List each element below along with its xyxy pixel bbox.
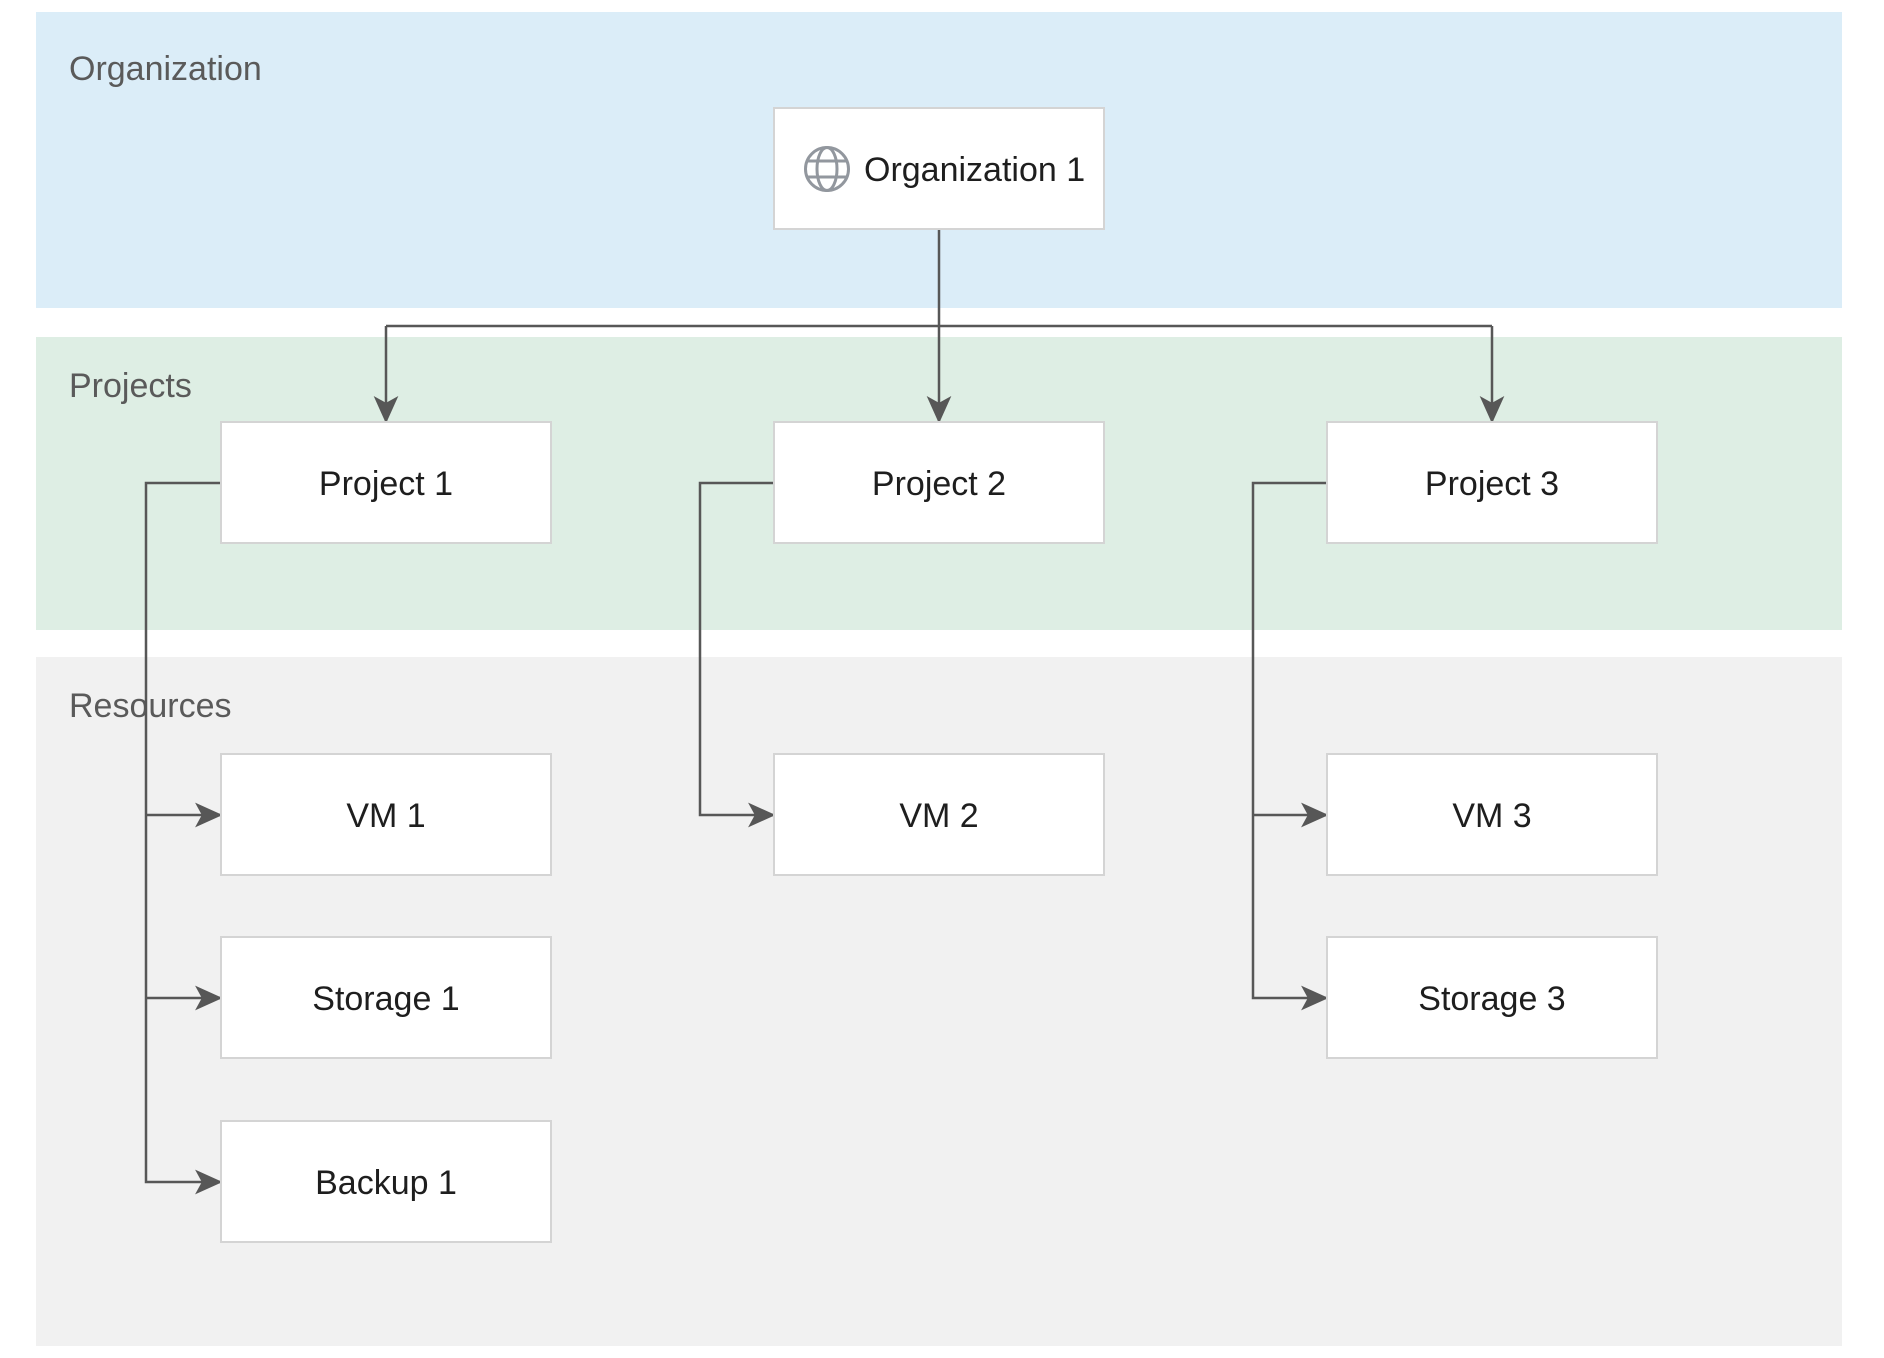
- node-organization-1-label: Organization 1: [864, 151, 1085, 189]
- node-project-2-box: [773, 421, 1105, 544]
- node-vm-1: VM 1: [220, 753, 552, 876]
- node-vm-2-label: VM 2: [899, 797, 978, 835]
- node-storage-3-box: [1326, 936, 1658, 1059]
- node-backup-1-label: Backup 1: [315, 1164, 457, 1202]
- node-organization-1: Organization 1: [773, 107, 1105, 230]
- edge-project1-backup1: [144, 481, 223, 1195]
- band-label-organization: Organization: [69, 50, 262, 88]
- node-storage-3-label: Storage 3: [1418, 980, 1565, 1018]
- node-vm-2-box: [773, 753, 1105, 876]
- node-project-2-label: Project 2: [872, 465, 1006, 503]
- node-storage-3: Storage 3: [1326, 936, 1658, 1059]
- globe-icon: [804, 146, 850, 192]
- edge-project3-storage3: [1251, 481, 1329, 1011]
- node-project-3-box: [1326, 421, 1658, 544]
- node-storage-1-label: Storage 1: [312, 980, 459, 1018]
- node-project-3-label: Project 3: [1425, 465, 1559, 503]
- band-label-projects: Projects: [69, 367, 192, 405]
- node-vm-2: VM 2: [773, 753, 1105, 876]
- node-project-3: Project 3: [1326, 421, 1658, 544]
- node-project-1-box: [220, 421, 552, 544]
- node-project-2: Project 2: [773, 421, 1105, 544]
- node-vm-1-box: [220, 753, 552, 876]
- band-label-resources: Resources: [69, 687, 232, 725]
- node-backup-1-box: [220, 1120, 552, 1243]
- node-storage-1-box: [220, 936, 552, 1059]
- edge-project2-vm2: [698, 481, 776, 828]
- node-vm-3-label: VM 3: [1452, 797, 1531, 835]
- node-backup-1: Backup 1: [220, 1120, 552, 1243]
- node-vm-1-label: VM 1: [346, 797, 425, 835]
- globe-icon-meridian: [815, 146, 839, 192]
- node-project-1-label: Project 1: [319, 465, 453, 503]
- node-storage-1: Storage 1: [220, 936, 552, 1059]
- node-vm-3: VM 3: [1326, 753, 1658, 876]
- node-vm-3-box: [1326, 753, 1658, 876]
- globe-icon-parallels: [807, 159, 847, 179]
- node-project-1: Project 1: [220, 421, 552, 544]
- node-organization-1-box: [773, 107, 1105, 230]
